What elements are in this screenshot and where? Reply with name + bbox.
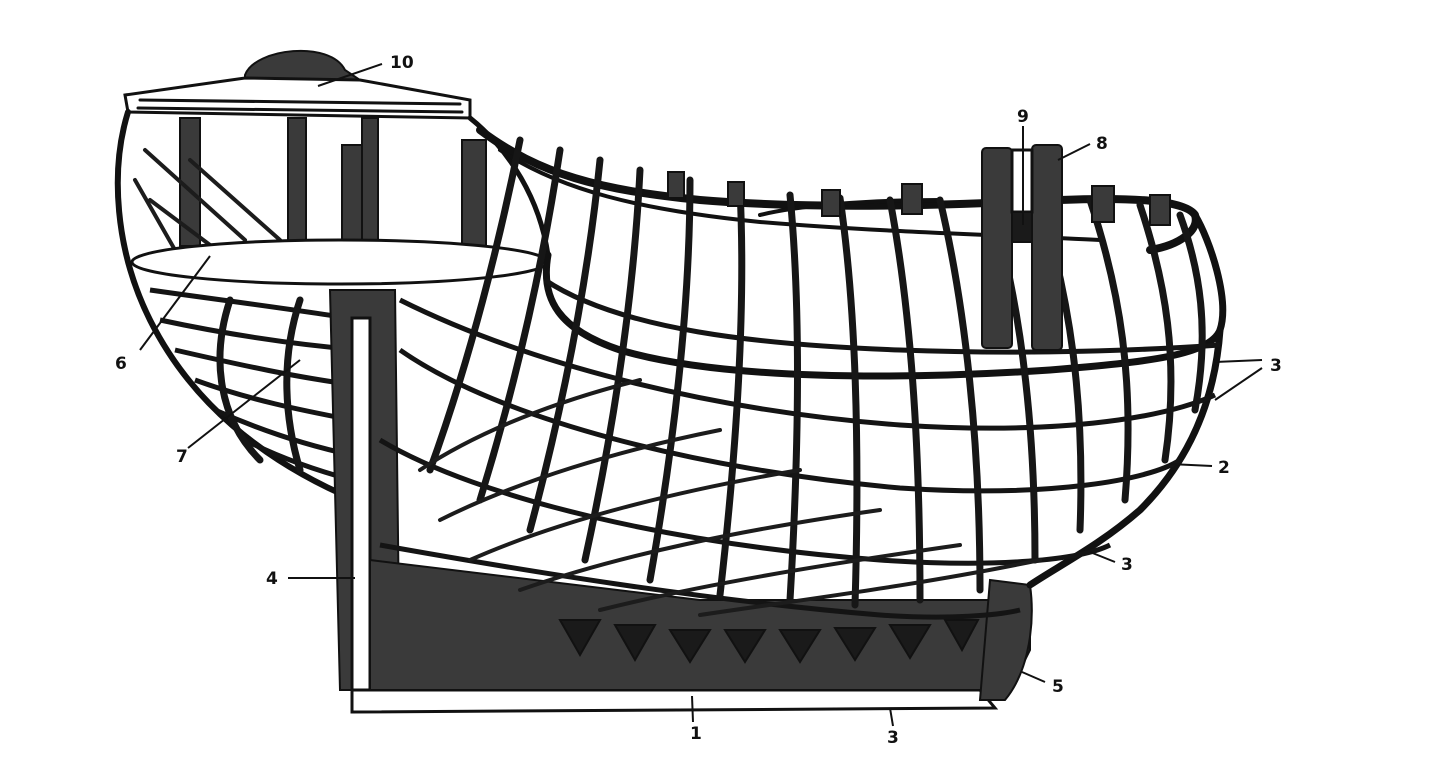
callout-8: 8 (1096, 134, 1108, 154)
callout-2: 2 (1218, 458, 1230, 478)
keel (350, 558, 1033, 714)
bitt-post-left (981, 147, 1013, 349)
callout-3-upper: 3 (1270, 356, 1282, 376)
hull-outline (542, 211, 1227, 380)
stern-crest (244, 49, 364, 84)
callout-10: 10 (390, 53, 414, 73)
callout-3-lower: 3 (887, 728, 899, 748)
callouts: 10 9 8 3 2 3 5 3 1 4 6 7 (115, 53, 1282, 748)
callout-6: 6 (115, 354, 127, 374)
callout-1: 1 (690, 724, 702, 744)
stern-outline (114, 109, 358, 503)
stem-foot (978, 578, 1033, 701)
bitt-post-right (1031, 144, 1063, 351)
callout-5: 5 (1052, 677, 1064, 697)
callout-3-middle: 3 (1121, 555, 1133, 575)
bitts (981, 144, 1063, 351)
callout-7: 7 (176, 447, 188, 467)
callout-4: 4 (266, 569, 278, 589)
leader-lines (139, 63, 1263, 727)
keel-beam (350, 688, 999, 714)
hull-frames (378, 126, 1227, 620)
callout-9: 9 (1017, 107, 1029, 127)
